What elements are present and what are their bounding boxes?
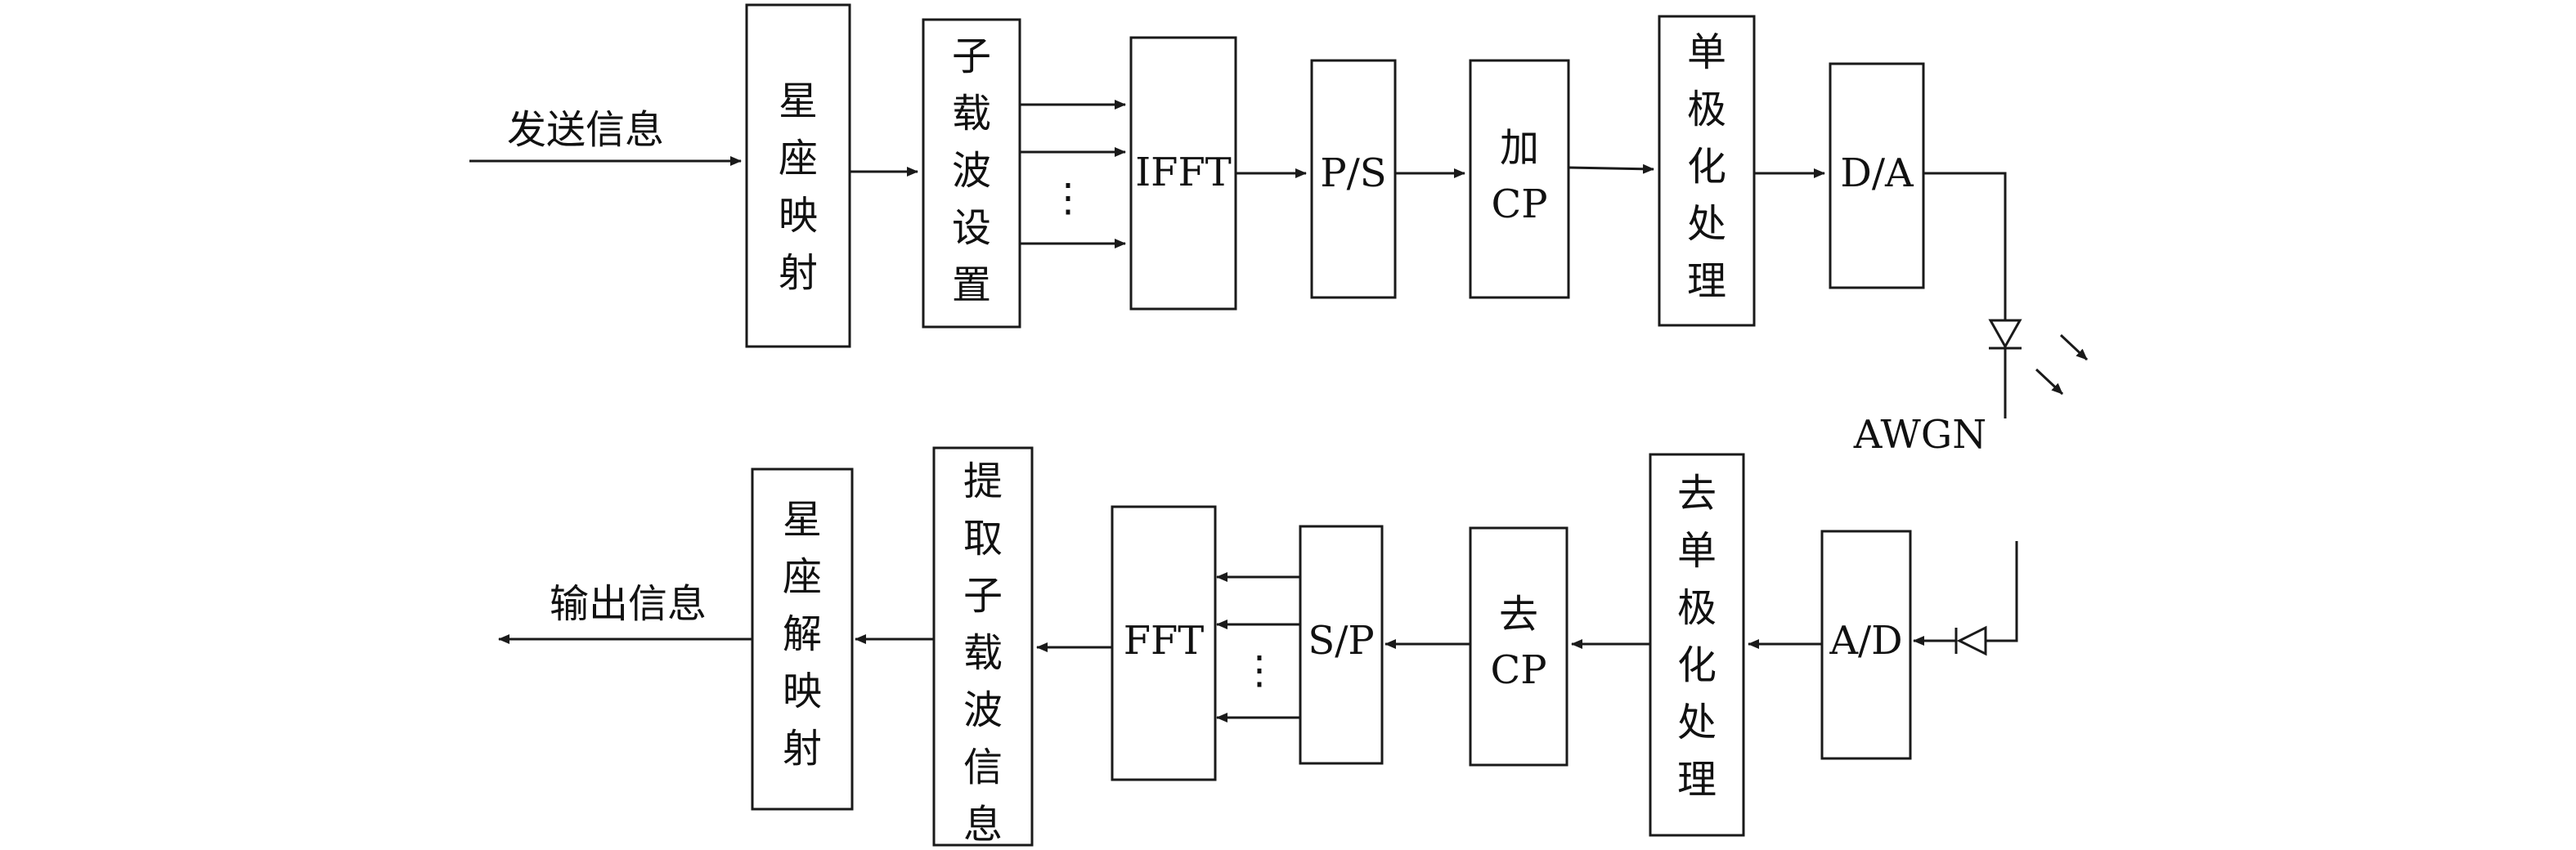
constellation-demapping-block: 星座解映射 <box>751 468 854 811</box>
vertical-char: 座 <box>783 554 822 600</box>
led-transmitter-icon <box>1988 319 2022 418</box>
add-cp-label-cn: 加 <box>1500 125 1539 171</box>
p-to-s-label: P/S <box>1320 150 1386 196</box>
extract-subcarrier-block: 提取子载波信息 <box>932 446 1034 848</box>
input-label: 发送信息 <box>507 107 664 153</box>
ifft-block: IFFT <box>1129 36 1237 311</box>
adc-block: A/D <box>1820 530 1912 760</box>
ifft-label: IFFT <box>1135 150 1232 195</box>
remove-unipolar-block: 去单极化处理 <box>1649 453 1745 837</box>
vertical-char: 提 <box>963 459 1003 504</box>
arrow-addcp-to-unipolar <box>1568 163 1654 174</box>
remove-cp-label-cn: 去 <box>1499 592 1538 638</box>
remove-unipolar-label: 去单极化处理 <box>1677 471 1717 803</box>
remove-cp-label-latin: CP <box>1490 647 1546 693</box>
dac-to-led-wire <box>1923 172 2007 320</box>
vertical-char: 座 <box>779 136 818 181</box>
fft-label: FFT <box>1124 618 1205 664</box>
constellation-mapping-label: 星座映射 <box>779 78 818 296</box>
dac-label: D/A <box>1840 150 1914 196</box>
output-label: 输出信息 <box>550 581 707 627</box>
unipolar-label: 单极化处理 <box>1687 29 1726 304</box>
vertical-char: 化 <box>1677 642 1717 688</box>
vertical-char: 子 <box>952 34 991 79</box>
constellation-demapping-label: 星座解映射 <box>783 497 822 772</box>
vertical-char: 取 <box>963 516 1003 561</box>
vertical-char: 映 <box>783 669 822 714</box>
vertical-char: 载 <box>963 630 1003 676</box>
vertical-char: 子 <box>963 573 1003 619</box>
remove-cp-block: 去 CP <box>1469 526 1568 767</box>
vertical-char: 处 <box>1687 201 1726 247</box>
fft-block: FFT <box>1111 505 1217 781</box>
vertical-char: 极 <box>1677 585 1717 631</box>
p-to-s-block: P/S <box>1310 59 1397 299</box>
vertical-char: 理 <box>1677 757 1717 803</box>
extract-subcarrier-label: 提取子载波信息 <box>963 459 1003 848</box>
add-cp-label-latin: CP <box>1491 181 1547 227</box>
vertical-char: 去 <box>1677 471 1717 517</box>
pd-wire <box>1986 541 2018 642</box>
vertical-char: 处 <box>1677 700 1717 745</box>
channel-label: AWGN <box>1853 412 1986 458</box>
vertical-char: 星 <box>779 78 818 124</box>
add-cp-block: 加 CP <box>1469 59 1570 299</box>
adc-label: A/D <box>1829 618 1902 664</box>
vertical-char: 载 <box>952 91 991 136</box>
vertical-char: 射 <box>779 250 818 296</box>
constellation-mapping-block: 星座映射 <box>745 3 851 348</box>
vertical-char: 息 <box>963 802 1003 848</box>
light-emission-arrows-icon <box>2035 333 2089 396</box>
receive-chain: A/D 去单极化处理 去 CP S/P ⋮ FFT <box>498 446 1912 848</box>
vertical-char: 解 <box>783 611 822 657</box>
parallel-dots-tx: ⋮ <box>1048 175 1088 221</box>
vertical-char: 设 <box>952 205 991 251</box>
subcarrier-setting-label: 子载波设置 <box>952 34 991 308</box>
vertical-char: 信 <box>963 745 1003 790</box>
vertical-char: 单 <box>1677 528 1717 574</box>
parallel-lines-rx: ⋮ <box>1216 572 1300 722</box>
vertical-char: 极 <box>1687 87 1726 132</box>
vertical-char: 波 <box>952 148 991 194</box>
transmit-chain: 发送信息 星座映射 子载波设置 ⋮ IFFT P/S <box>469 3 2007 348</box>
vertical-char: 置 <box>952 262 991 308</box>
unipolar-block: 单极化处理 <box>1658 15 1756 327</box>
vertical-char: 化 <box>1687 144 1726 190</box>
s-to-p-label: S/P <box>1308 618 1374 664</box>
photodiode-receiver-icon <box>1954 625 1987 656</box>
s-to-p-block: S/P <box>1299 525 1384 765</box>
vertical-char: 波 <box>963 687 1003 733</box>
dac-block: D/A <box>1829 62 1925 289</box>
optical-channel: AWGN <box>1853 319 2089 656</box>
vertical-char: 射 <box>783 726 822 772</box>
vertical-char: 理 <box>1687 258 1726 304</box>
vertical-char: 单 <box>1687 29 1726 75</box>
vertical-char: 映 <box>779 193 818 239</box>
parallel-dots-rx: ⋮ <box>1240 647 1279 693</box>
vertical-char: 星 <box>783 497 822 543</box>
parallel-lines-tx: ⋮ <box>1020 100 1126 248</box>
subcarrier-setting-block: 子载波设置 <box>922 18 1021 329</box>
